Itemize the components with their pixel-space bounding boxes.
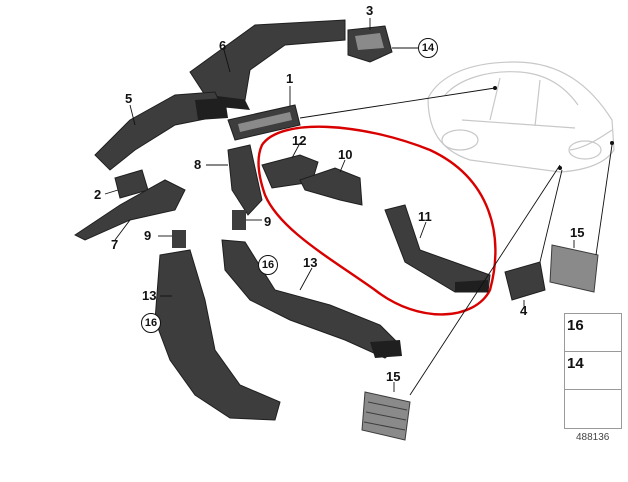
callout-13-right: 13 (303, 255, 318, 270)
part-15-grille-right (549, 244, 599, 293)
part-10-vent (299, 167, 363, 206)
callout-9-lower: 9 (144, 228, 152, 243)
callout-2: 2 (94, 187, 102, 202)
leader-lines (104, 18, 613, 396)
callout-4: 4 (520, 303, 528, 318)
car-outline (427, 61, 615, 173)
part-4-vent (504, 261, 546, 301)
callout-7: 7 (111, 237, 119, 252)
callout-5: 5 (125, 91, 133, 106)
callout-8: 8 (194, 157, 202, 172)
part-15-grille-bottom (361, 391, 411, 441)
callout-9-upper: 9 (264, 214, 272, 229)
callout-14: 14 (418, 38, 438, 58)
legend-number-14: 14 (567, 355, 584, 372)
callout-1: 1 (286, 71, 294, 86)
legend-number-16: 16 (567, 317, 584, 334)
callout-16-right: 16 (258, 255, 278, 275)
leader-dots (493, 86, 614, 170)
part-1-vent (227, 104, 301, 141)
part-9-clip-lower (172, 230, 186, 248)
part-5-duct (94, 91, 228, 171)
part-13-duct-left (154, 249, 281, 421)
callout-15-bottom: 15 (386, 369, 401, 384)
part-9-clip-upper (232, 210, 246, 230)
legend-box-clip (564, 313, 622, 353)
callout-3: 3 (366, 3, 374, 18)
callout-6: 6 (219, 38, 227, 53)
catalog-id: 488136 (576, 432, 610, 443)
part-3-vent (347, 25, 393, 63)
callout-13-left: 13 (142, 288, 157, 303)
part-13-duct-right (221, 239, 402, 359)
part-7-duct (74, 179, 186, 241)
legend-box-bracket (564, 389, 622, 429)
callout-12: 12 (292, 133, 307, 148)
legend-box-screw (564, 351, 622, 391)
part-8-piece (227, 144, 263, 216)
callout-10: 10 (338, 147, 353, 162)
callout-16-left: 16 (141, 313, 161, 333)
part-11-duct (384, 204, 491, 293)
callout-15-right: 15 (570, 225, 585, 240)
highlight-ellipse (257, 125, 497, 316)
callout-11: 11 (418, 209, 432, 224)
